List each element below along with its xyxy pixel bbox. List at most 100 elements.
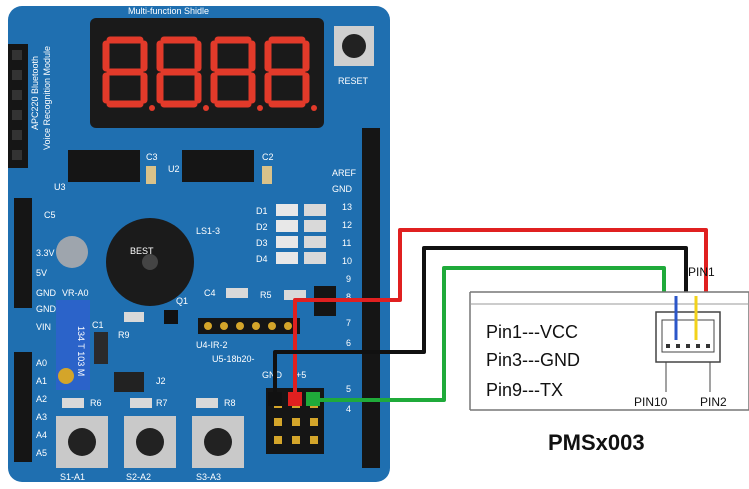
resistor-label: R5 [260, 290, 272, 300]
reset-button[interactable] [342, 34, 366, 58]
ir-temp-header [198, 318, 300, 334]
header-pin-label: 9 [346, 274, 351, 284]
resistor [304, 236, 326, 248]
bt-header-pins [12, 50, 22, 160]
cap-c5 [56, 236, 88, 268]
resistor-r7 [130, 398, 152, 408]
led-label: D3 [256, 238, 268, 248]
bt-module-label: APC220 Bluetooth [30, 56, 40, 130]
header-pin-label: 6 [346, 338, 351, 348]
resistor [304, 252, 326, 264]
vcc-wire [293, 228, 708, 395]
resistor-r8 [196, 398, 218, 408]
resistor [304, 220, 326, 232]
resistor-label: R6 [90, 398, 102, 408]
header-pin-label: 13 [342, 202, 352, 212]
buzzer-label: LS1-3 [196, 226, 220, 236]
cap-c4 [226, 288, 248, 298]
multifunction-shield: Multi-function Shidle APC220 Bluetooth V… [8, 6, 390, 482]
decimal-point [257, 105, 263, 111]
resistor-label: R8 [224, 398, 236, 408]
cap-c3-label: C3 [146, 152, 158, 162]
chip-u2-label: U2 [168, 164, 180, 174]
analog-pin-label: A4 [36, 430, 47, 440]
chip-u3-label: U3 [54, 182, 66, 192]
power-pin-label: VIN [36, 322, 51, 332]
button-label: S1-A1 [60, 472, 85, 482]
ir-label: U4-IR-2 [196, 340, 228, 350]
connector-pin10-label: PIN10 [634, 395, 668, 409]
button-s2[interactable] [136, 428, 164, 456]
decimal-point [149, 105, 155, 111]
plus5-label: +5 [296, 370, 306, 380]
led-d1 [276, 204, 298, 216]
chip-u3 [68, 150, 140, 182]
shield-title: Multi-function Shidle [128, 6, 209, 16]
cap-c2-label: C2 [262, 152, 274, 162]
buzzer-text: BEST [130, 246, 154, 256]
power-pin-label: GND [36, 288, 57, 298]
expansion-pins [274, 400, 318, 444]
header-pin-label: GND [332, 184, 353, 194]
cap-c1-label: C1 [92, 320, 104, 330]
buzzer-hole [142, 254, 158, 270]
decimal-point [311, 105, 317, 111]
sensor-name: PMSx003 [548, 430, 645, 455]
resistor-r6 [62, 398, 84, 408]
header-pin-label: 5 [346, 384, 351, 394]
vcc-plug [288, 392, 302, 406]
led-block: D1 D2 D3 D4 [256, 204, 326, 264]
analog-pin-label: A0 [36, 358, 47, 368]
connector-pin1-label: PIN1 [688, 265, 715, 279]
analog-pin-label: A2 [36, 394, 47, 404]
resistor-r5 [284, 290, 306, 300]
left-analog-header [14, 352, 32, 462]
resistor [304, 204, 326, 216]
jumper-label: J2 [156, 376, 166, 386]
reset-label: RESET [338, 76, 369, 86]
header-pin-label: 12 [342, 220, 352, 230]
voice-module-label: Voice Recognition Module [42, 46, 52, 150]
led-d2 [276, 220, 298, 232]
connector-inner [661, 319, 715, 353]
cap-c1 [94, 332, 108, 364]
cap-c3 [146, 166, 156, 184]
chip-u2 [182, 150, 254, 182]
led-d3 [276, 236, 298, 248]
transistor-q1 [164, 310, 178, 324]
power-pin-label: 5V [36, 268, 47, 278]
connector-pin2-label: PIN2 [700, 395, 727, 409]
cap-c2 [262, 166, 272, 184]
header-pin-label: 7 [346, 318, 351, 328]
resistor-label: R7 [156, 398, 168, 408]
gnd-wire [273, 246, 688, 395]
analog-pin-label: A5 [36, 448, 47, 458]
right-header-labels: AREF GND 13 12 11 10 9 8 7 6 5 4 [332, 168, 357, 414]
power-pin-label: 3.3V [36, 248, 55, 258]
button-s3[interactable] [204, 428, 232, 456]
pin-label-gnd: Pin3---GND [486, 350, 580, 370]
header-pin-label: 11 [342, 238, 351, 248]
connector-pins [666, 344, 710, 348]
led-label: D1 [256, 206, 268, 216]
resistor-r9 [124, 312, 144, 322]
ir-temp-pins [204, 322, 292, 330]
resistor-label: R9 [118, 330, 130, 340]
pms-sensor: Pin1---VCC Pin3---GND Pin9---TX PIN1 PIN… [469, 265, 749, 455]
power-pin-label: GND [36, 304, 57, 314]
cap-c5-label: C5 [44, 210, 56, 220]
analog-pin-label: A3 [36, 412, 47, 422]
wires [273, 228, 708, 402]
header-pin-label: AREF [332, 168, 357, 178]
led-label: D2 [256, 222, 268, 232]
pot-knob[interactable] [58, 368, 74, 384]
temp-label: U5-18b20- [212, 354, 255, 364]
pot-label: VR-A0 [62, 288, 89, 298]
display-digit [210, 36, 256, 108]
button-s1[interactable] [68, 428, 96, 456]
led-label: D4 [256, 254, 268, 264]
left-power-header [14, 198, 32, 308]
jumper-j2 [114, 372, 144, 392]
analog-pin-label: A1 [36, 376, 47, 386]
